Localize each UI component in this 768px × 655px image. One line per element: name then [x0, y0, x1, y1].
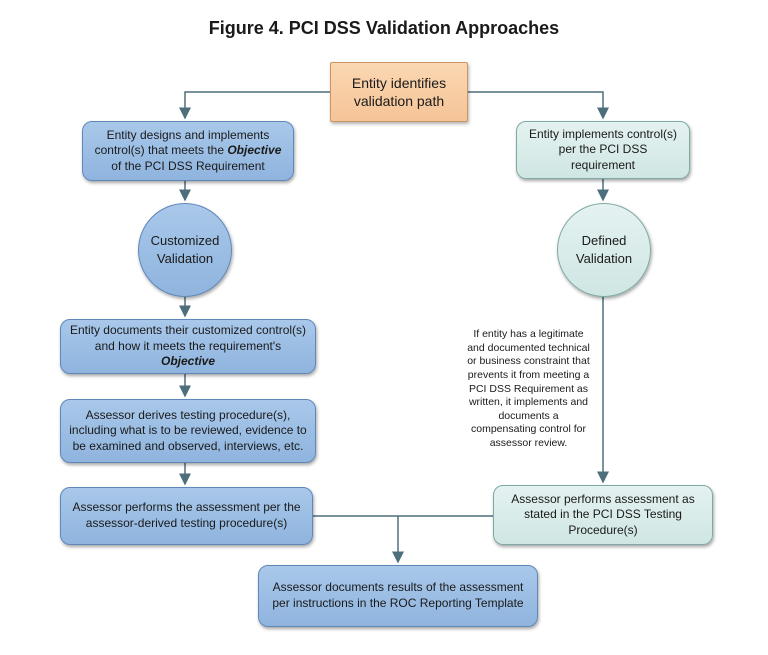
left-assessment-node: Assessor performs the assessment per the… [60, 487, 313, 545]
customized-validation-node: Customized Validation [138, 203, 232, 297]
derive-testing-node: Assessor derives testing procedure(s), i… [60, 399, 316, 463]
implement-control-node: Entity implements control(s) per the PCI… [516, 121, 690, 179]
document-control-node: Entity documents their customized contro… [60, 319, 316, 374]
document-control-text: Entity documents their customized contro… [69, 323, 307, 369]
design-implement-text: Entity designs and implements control(s)… [94, 127, 282, 173]
final-documentation-node: Assessor documents results of the assess… [258, 565, 538, 627]
figure-title: Figure 4. PCI DSS Validation Approaches [208, 18, 560, 38]
start-node: Entity identifies validation path [330, 62, 468, 122]
defined-validation-node: Defined Validation [557, 203, 651, 297]
compensating-control-note: If entity has a legitimate and documente… [467, 328, 590, 450]
right-assessment-node: Assessor performs assessment as stated i… [493, 485, 713, 545]
design-implement-node: Entity designs and implements control(s)… [82, 121, 294, 181]
